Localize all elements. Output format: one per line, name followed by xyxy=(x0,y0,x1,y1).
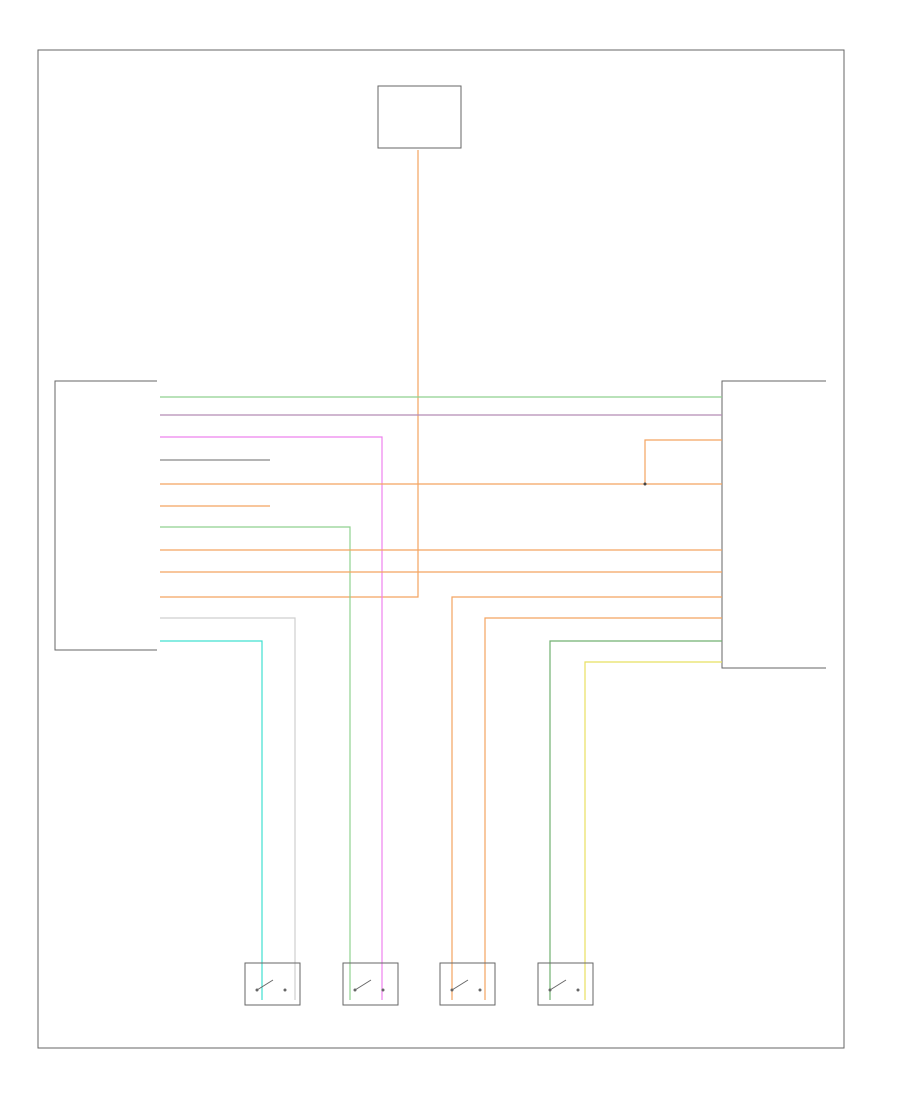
wire-lf-switch-b xyxy=(160,617,296,1000)
wire-lf-switch-a xyxy=(160,526,351,1000)
window-switch xyxy=(342,962,399,1006)
window-switch xyxy=(537,962,594,1006)
wire-top-to-left xyxy=(160,150,419,598)
window-switch xyxy=(244,962,301,1006)
wire-lr-b xyxy=(584,661,722,1000)
wire-r-branch xyxy=(644,439,722,484)
wires xyxy=(160,150,722,1000)
splice-dot xyxy=(643,482,647,486)
wire-lr-a xyxy=(549,640,722,1000)
switches xyxy=(244,962,594,1006)
diagram-border xyxy=(37,49,845,1049)
wire-magenta xyxy=(160,436,383,1000)
window-switch xyxy=(439,962,496,1006)
wire-rr-a xyxy=(451,596,722,1000)
wire-lf-switch-c xyxy=(160,640,263,1000)
right-module xyxy=(721,380,826,669)
wire-rr-b xyxy=(484,617,722,1000)
left-module xyxy=(54,380,157,651)
top-module xyxy=(377,85,462,149)
